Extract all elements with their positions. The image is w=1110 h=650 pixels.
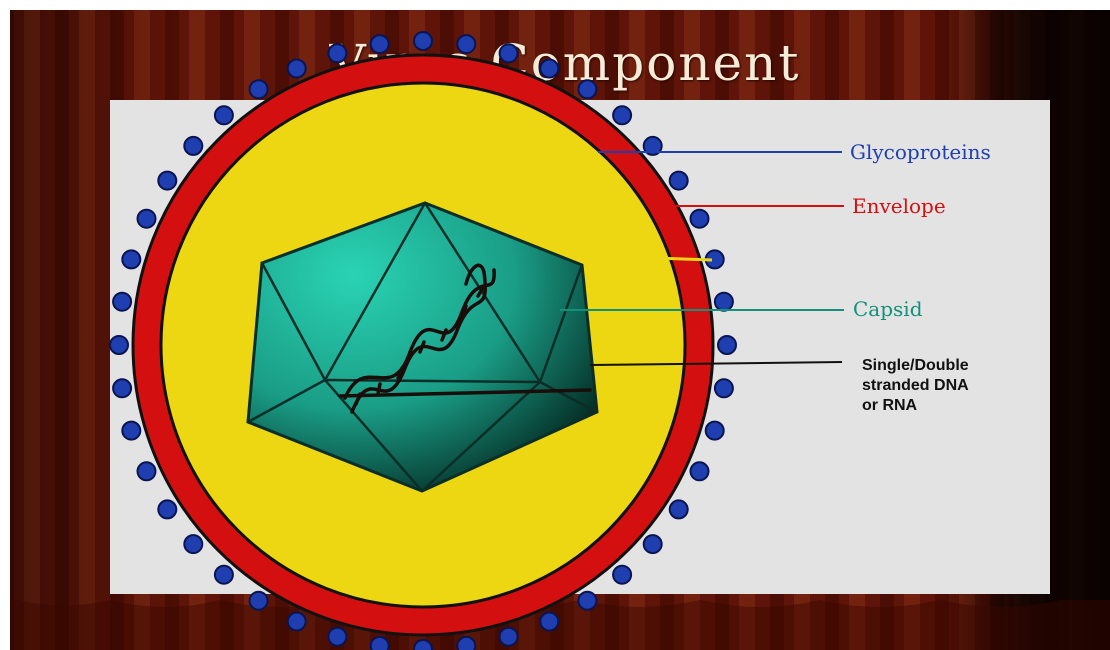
glycoprotein-spike: [250, 80, 268, 98]
glycoprotein-spike: [414, 32, 432, 50]
label-capsid: Capsid: [853, 297, 923, 321]
glycoprotein-spike: [288, 613, 306, 631]
glycoprotein-spike: [715, 293, 733, 311]
glycoprotein-spike: [158, 500, 176, 518]
glycoprotein-spike: [613, 106, 631, 124]
glycoprotein-spike: [706, 422, 724, 440]
label-nucleic-acid: Single/Double stranded DNA or RNA: [862, 356, 969, 416]
label-envelope: Envelope: [852, 194, 946, 218]
glycoprotein-spike: [578, 80, 596, 98]
glycoprotein-spike: [328, 628, 346, 646]
glycoprotein-spike: [718, 336, 736, 354]
glycoprotein-spike: [371, 637, 389, 650]
glycoprotein-spike: [122, 250, 140, 268]
glycoprotein-spike: [122, 422, 140, 440]
glycoprotein-spike: [500, 44, 518, 62]
glycoprotein-spike: [540, 613, 558, 631]
glycoprotein-spike: [215, 106, 233, 124]
glycoprotein-spike: [138, 210, 156, 228]
glycoprotein-spike: [110, 336, 128, 354]
glycoprotein-spike: [500, 628, 518, 646]
glycoprotein-spike: [328, 44, 346, 62]
glycoprotein-spike: [113, 379, 131, 397]
glycoprotein-spike: [113, 293, 131, 311]
glycoprotein-spike: [414, 640, 432, 650]
glycoprotein-spike: [457, 35, 475, 53]
glycoprotein-spike: [691, 210, 709, 228]
glycoprotein-spike: [715, 379, 733, 397]
glycoprotein-spike: [184, 535, 202, 553]
glycoprotein-spike: [578, 592, 596, 610]
glycoprotein-spike: [644, 535, 662, 553]
glycoprotein-spike: [457, 637, 475, 650]
glycoprotein-spike: [288, 60, 306, 78]
label-glycoproteins: Glycoproteins: [850, 140, 991, 164]
glycoprotein-spike: [540, 60, 558, 78]
leader-line-matrix: [655, 258, 712, 260]
glycoprotein-spike: [250, 592, 268, 610]
glycoprotein-spike: [670, 500, 688, 518]
glycoprotein-spike: [670, 172, 688, 190]
glycoprotein-spike: [613, 566, 631, 584]
glycoprotein-spike: [184, 137, 202, 155]
glycoprotein-spike: [158, 172, 176, 190]
glycoprotein-spike: [215, 566, 233, 584]
glycoprotein-spike: [138, 462, 156, 480]
glycoprotein-spike: [371, 35, 389, 53]
glycoprotein-spike: [691, 462, 709, 480]
